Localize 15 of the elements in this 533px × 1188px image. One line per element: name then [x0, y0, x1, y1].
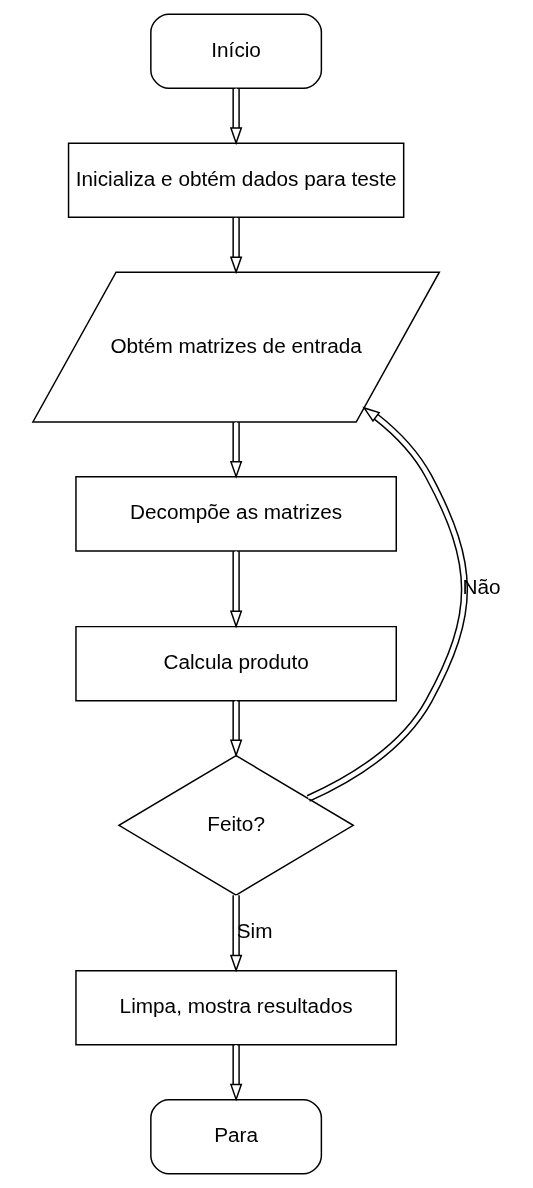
node-box: Decompõe as matrizes	[75, 476, 397, 552]
arrow	[306, 406, 469, 802]
node-box: Calcula produto	[75, 625, 397, 702]
arrow	[229, 87, 243, 146]
node-box: Início	[150, 13, 323, 90]
node-box: Para	[150, 1098, 323, 1175]
arrow	[229, 700, 243, 758]
node-diamond: Feito?	[117, 754, 355, 896]
node-box: Limpa, mostra resultados	[75, 969, 397, 1046]
arrow	[229, 1044, 243, 1102]
arrow	[229, 894, 243, 973]
arrow	[229, 550, 243, 629]
arrow	[229, 421, 243, 479]
arrow	[229, 217, 243, 275]
node-box: Inicializa e obtém dados para teste	[67, 142, 405, 219]
